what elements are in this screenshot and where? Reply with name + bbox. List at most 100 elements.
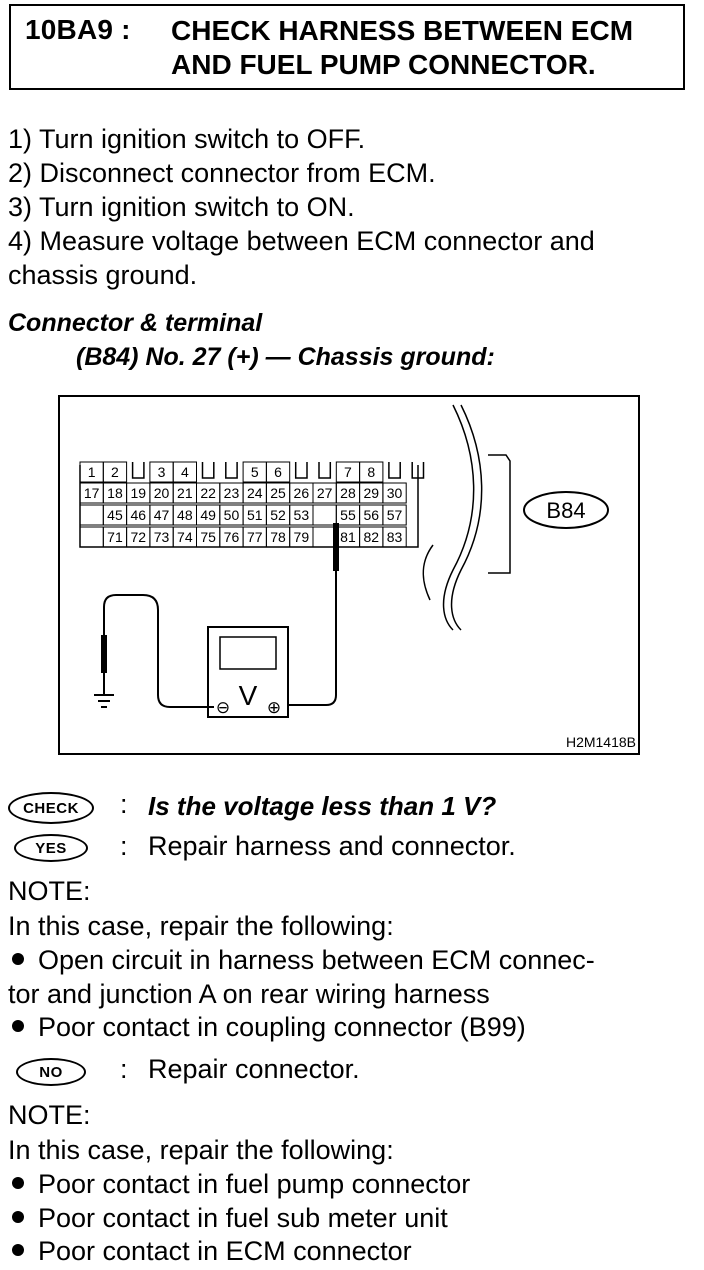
no-note-bullet-3: Poor contact in ECM connector [8, 1236, 412, 1267]
step-title-line-2: AND FUEL PUMP CONNECTOR. [171, 49, 596, 80]
positive-lead [284, 571, 337, 706]
voltmeter-label: V [239, 680, 258, 711]
yes-answer: Repair harness and connector. [148, 831, 516, 861]
terminal-number: 25 [270, 485, 286, 501]
check-badge: CHECK [8, 792, 94, 824]
voltmeter-display [219, 636, 277, 670]
connector-spec: (B84) No. 27 (+) — Chassis ground: [76, 343, 495, 371]
yes-badge: YES [14, 834, 88, 862]
terminal-number: 48 [177, 507, 193, 523]
terminal-number: 75 [200, 529, 216, 545]
terminal-cell [312, 526, 337, 548]
cable-line-1 [442, 404, 475, 631]
terminal-number: 30 [387, 485, 403, 501]
terminal-cell [382, 526, 407, 548]
terminal-cell [359, 461, 384, 483]
bullet-dot [12, 1244, 24, 1257]
yes-note-title: NOTE: [8, 876, 91, 906]
negative-lead [103, 594, 214, 708]
terminal-key-notch [411, 462, 425, 479]
terminal-number: 55 [340, 507, 356, 523]
no-note-bullet-1: Poor contact in fuel pump connector [8, 1169, 470, 1200]
terminal-number: 6 [274, 464, 282, 480]
terminal-number: 76 [224, 529, 240, 545]
connector-heading: Connector & terminal [8, 309, 263, 337]
terminal-number: 5 [251, 464, 259, 480]
terminal-cell [265, 461, 291, 483]
terminal-number: 52 [270, 507, 286, 523]
yes-note-bullet-2: Poor contact in coupling connector (B99) [8, 1012, 526, 1043]
terminal-number: 1 [88, 464, 96, 480]
check-question: Is the voltage less than 1 V? [148, 791, 497, 821]
terminal-key-notch [131, 462, 145, 479]
bullet-text: Open circuit in harness between ECM conn… [38, 945, 595, 975]
terminal-number: 79 [294, 529, 310, 545]
terminal-number: 17 [84, 485, 100, 501]
step-4: 4) Measure voltage between ECM connector… [8, 226, 595, 256]
step-title: CHECK HARNESS BETWEEN ECM AND FUEL PUMP … [171, 14, 633, 82]
terminal-number: 72 [130, 529, 146, 545]
connector-label-ellipse [523, 491, 609, 529]
step-3: 3) Turn ignition switch to ON. [8, 192, 355, 222]
terminal-number: 47 [154, 507, 170, 523]
terminal-number: 29 [363, 485, 379, 501]
cable-line-2 [450, 404, 483, 631]
terminal-number: 82 [363, 529, 379, 545]
bullet-dot [12, 1211, 24, 1224]
terminal-number: 56 [363, 507, 379, 523]
terminal-number: 21 [177, 485, 193, 501]
terminal-cell [172, 461, 197, 483]
yes-note-intro: In this case, repair the following: [8, 911, 394, 941]
step-1: 1) Turn ignition switch to OFF. [8, 124, 366, 154]
terminal-number: 23 [224, 485, 240, 501]
terminal-cell [382, 482, 407, 504]
yes-note-bullet-1-continued: tor and junction A on rear wiring harnes… [8, 979, 490, 1009]
no-note-title: NOTE: [8, 1100, 91, 1130]
yes-note-bullet-1: Open circuit in harness between ECM conn… [8, 945, 595, 976]
terminal-number: 26 [294, 485, 310, 501]
check-colon: : [120, 789, 128, 819]
terminal-number: 50 [224, 507, 240, 523]
terminal-number: 3 [158, 464, 166, 480]
terminal-number: 7 [344, 464, 352, 480]
bullet-dot [12, 1177, 24, 1190]
terminal-number: 2 [111, 464, 119, 480]
step-header: 10BA9 : CHECK HARNESS BETWEEN ECM AND FU… [9, 4, 685, 90]
terminal-number: 18 [107, 485, 123, 501]
terminal-number: 53 [294, 507, 310, 523]
connector-housing [488, 454, 511, 574]
minus-terminal-icon: ⊖ [216, 698, 230, 718]
terminal-number: 77 [247, 529, 263, 545]
terminal-number: 81 [340, 529, 356, 545]
step-code: 10BA9 : [25, 14, 131, 45]
terminal-number: 74 [177, 529, 193, 545]
no-answer: Repair connector. [148, 1054, 360, 1084]
terminal-cell [382, 504, 407, 526]
no-note-intro: In this case, repair the following: [8, 1135, 394, 1165]
bullet-text: Poor contact in coupling connector (B99) [38, 1012, 526, 1042]
cable-line-3 [422, 544, 434, 601]
step-4-continued: chassis ground. [8, 260, 198, 290]
terminal-number: 22 [200, 485, 216, 501]
terminal-number: 49 [200, 507, 216, 523]
terminal-number: 46 [130, 507, 146, 523]
terminal-number: 19 [130, 485, 146, 501]
terminal-number: 28 [340, 485, 356, 501]
bullet-text: Poor contact in fuel pump connector [38, 1169, 471, 1199]
terminal-cell [102, 461, 128, 483]
plus-terminal-icon: ⊕ [267, 698, 281, 718]
figure-code: H2M1418B [566, 734, 636, 750]
terminal-number: 27 [317, 485, 333, 501]
bullet-dot [12, 953, 24, 966]
terminal-key-notch [294, 462, 308, 479]
terminal-number: 4 [181, 464, 189, 480]
terminal-cell [79, 526, 104, 548]
terminal-number: 8 [367, 464, 375, 480]
terminal-number: 78 [270, 529, 286, 545]
connector-label: B84 [546, 498, 585, 523]
bullet-text: Poor contact in ECM connector [38, 1236, 412, 1266]
terminal-key-notch [201, 462, 215, 479]
step-2: 2) Disconnect connector from ECM. [8, 158, 436, 188]
